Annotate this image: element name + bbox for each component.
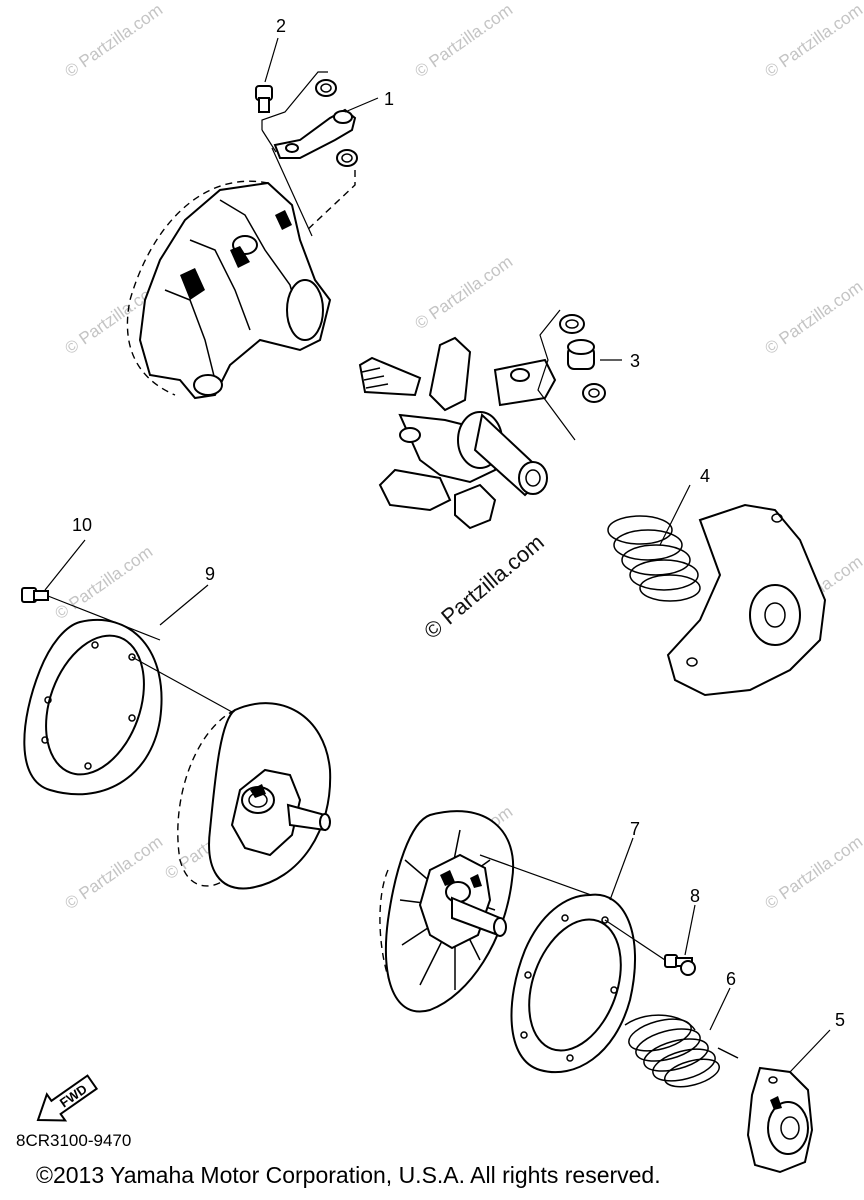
watermark: © Partzilla.com [411, 252, 516, 333]
spring-cover [666, 503, 827, 697]
watermark: © Partzilla.com [761, 277, 864, 358]
secondary-sheave [379, 810, 606, 1013]
diagram-code: 8CR3100-9470 [16, 1131, 132, 1150]
watermark: © Partzilla.com [761, 832, 864, 913]
part-8-bolt [664, 954, 696, 976]
callout-7: 7 [630, 819, 640, 839]
watermark: © Partzilla.com [61, 832, 166, 913]
leader-lines [44, 37, 831, 1073]
fwd-arrow-icon: FWD [36, 1074, 99, 1122]
part-6-spring [624, 1014, 739, 1088]
part-7-spacer [510, 893, 666, 1074]
callout-10: 10 [72, 515, 92, 535]
part-5-spring-seat [746, 1066, 814, 1174]
sheave-housing [126, 180, 332, 400]
watermark: © Partzilla.com [61, 0, 166, 81]
copyright-notice: ©2013 Yamaha Motor Corporation, U.S.A. A… [36, 1162, 661, 1188]
callout-1: 1 [384, 89, 394, 109]
callout-4: 4 [700, 466, 710, 486]
callout-9: 9 [205, 564, 215, 584]
watermark-center: © Partzilla.com [419, 529, 549, 643]
part-9-spacer [23, 618, 233, 796]
callout-8: 8 [690, 886, 700, 906]
part-1-slider-arm [261, 71, 358, 237]
watermark: © Partzilla.com [51, 542, 156, 623]
part-4-spring [607, 515, 701, 602]
spider-shaft [358, 336, 557, 530]
callouts: 1 2 3 4 5 6 7 8 9 10 [72, 16, 845, 1030]
callout-5: 5 [835, 1010, 845, 1030]
callout-2: 2 [276, 16, 286, 36]
watermark: © Partzilla.com [761, 0, 864, 81]
watermark: © Partzilla.com [411, 0, 516, 81]
movable-sheave [177, 702, 332, 890]
part-10-bolt [21, 587, 161, 641]
callout-3: 3 [630, 351, 640, 371]
part-2-bolt [255, 85, 273, 113]
callout-6: 6 [726, 969, 736, 989]
part-3-slider [537, 309, 622, 441]
